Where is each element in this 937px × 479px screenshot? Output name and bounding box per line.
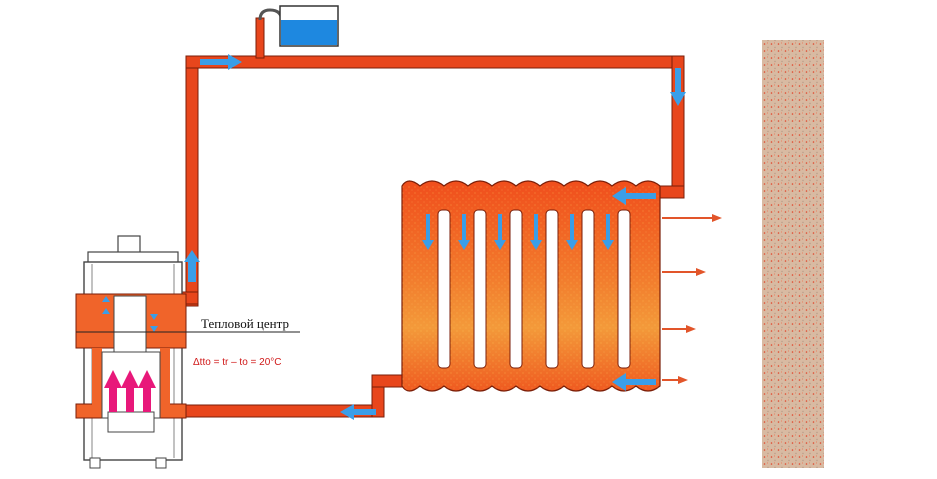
flame-arrow-icon: [121, 370, 139, 412]
heat-ray-arrow-icon: [662, 325, 696, 333]
arrow-icon: [612, 187, 656, 205]
arrow-icon: [184, 250, 200, 282]
pipe-network: [169, 17, 685, 418]
expansion-tank-icon: [258, 5, 339, 47]
arrow-icon: [340, 404, 376, 420]
flame-arrows: [104, 370, 156, 412]
boiler-icon: [75, 235, 187, 469]
arrow-icon: [670, 68, 686, 106]
tank-connection-pipe: [255, 17, 265, 59]
arrow-icon: [200, 54, 242, 70]
temperature-difference-formula: Δtto = tr – to = 20°C: [193, 357, 282, 368]
radiator-icon: [401, 180, 661, 392]
flame-arrow-icon: [138, 370, 156, 412]
flow-arrows: [184, 54, 686, 420]
radiator-outlet-pipe: [371, 374, 407, 388]
heat-center-label: Тепловой центр: [201, 316, 289, 331]
wall-icon: [762, 40, 824, 468]
heat-rays: [662, 214, 722, 384]
heat-ray-arrow-icon: [662, 376, 688, 384]
heat-ray-arrow-icon: [662, 268, 706, 276]
heat-ray-arrow-icon: [662, 214, 722, 222]
flame-arrow-icon: [104, 370, 122, 412]
arrow-icon: [612, 373, 656, 391]
